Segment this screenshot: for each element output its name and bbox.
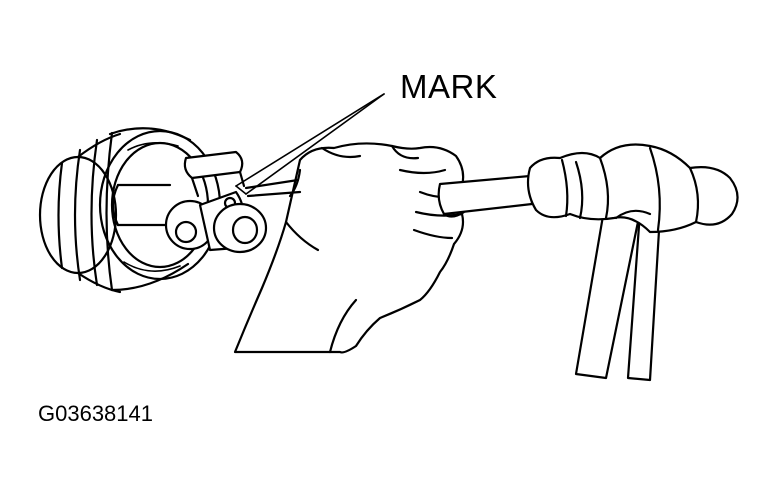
figure-code: G03638141 <box>38 401 153 426</box>
punch-icon <box>244 174 534 218</box>
cv-joint-boot-icon <box>38 127 268 294</box>
mark-callout-label: MARK <box>400 68 498 105</box>
mark-leader-lines <box>235 93 385 195</box>
hammer-icon <box>526 143 739 382</box>
hand-icon <box>233 142 468 354</box>
